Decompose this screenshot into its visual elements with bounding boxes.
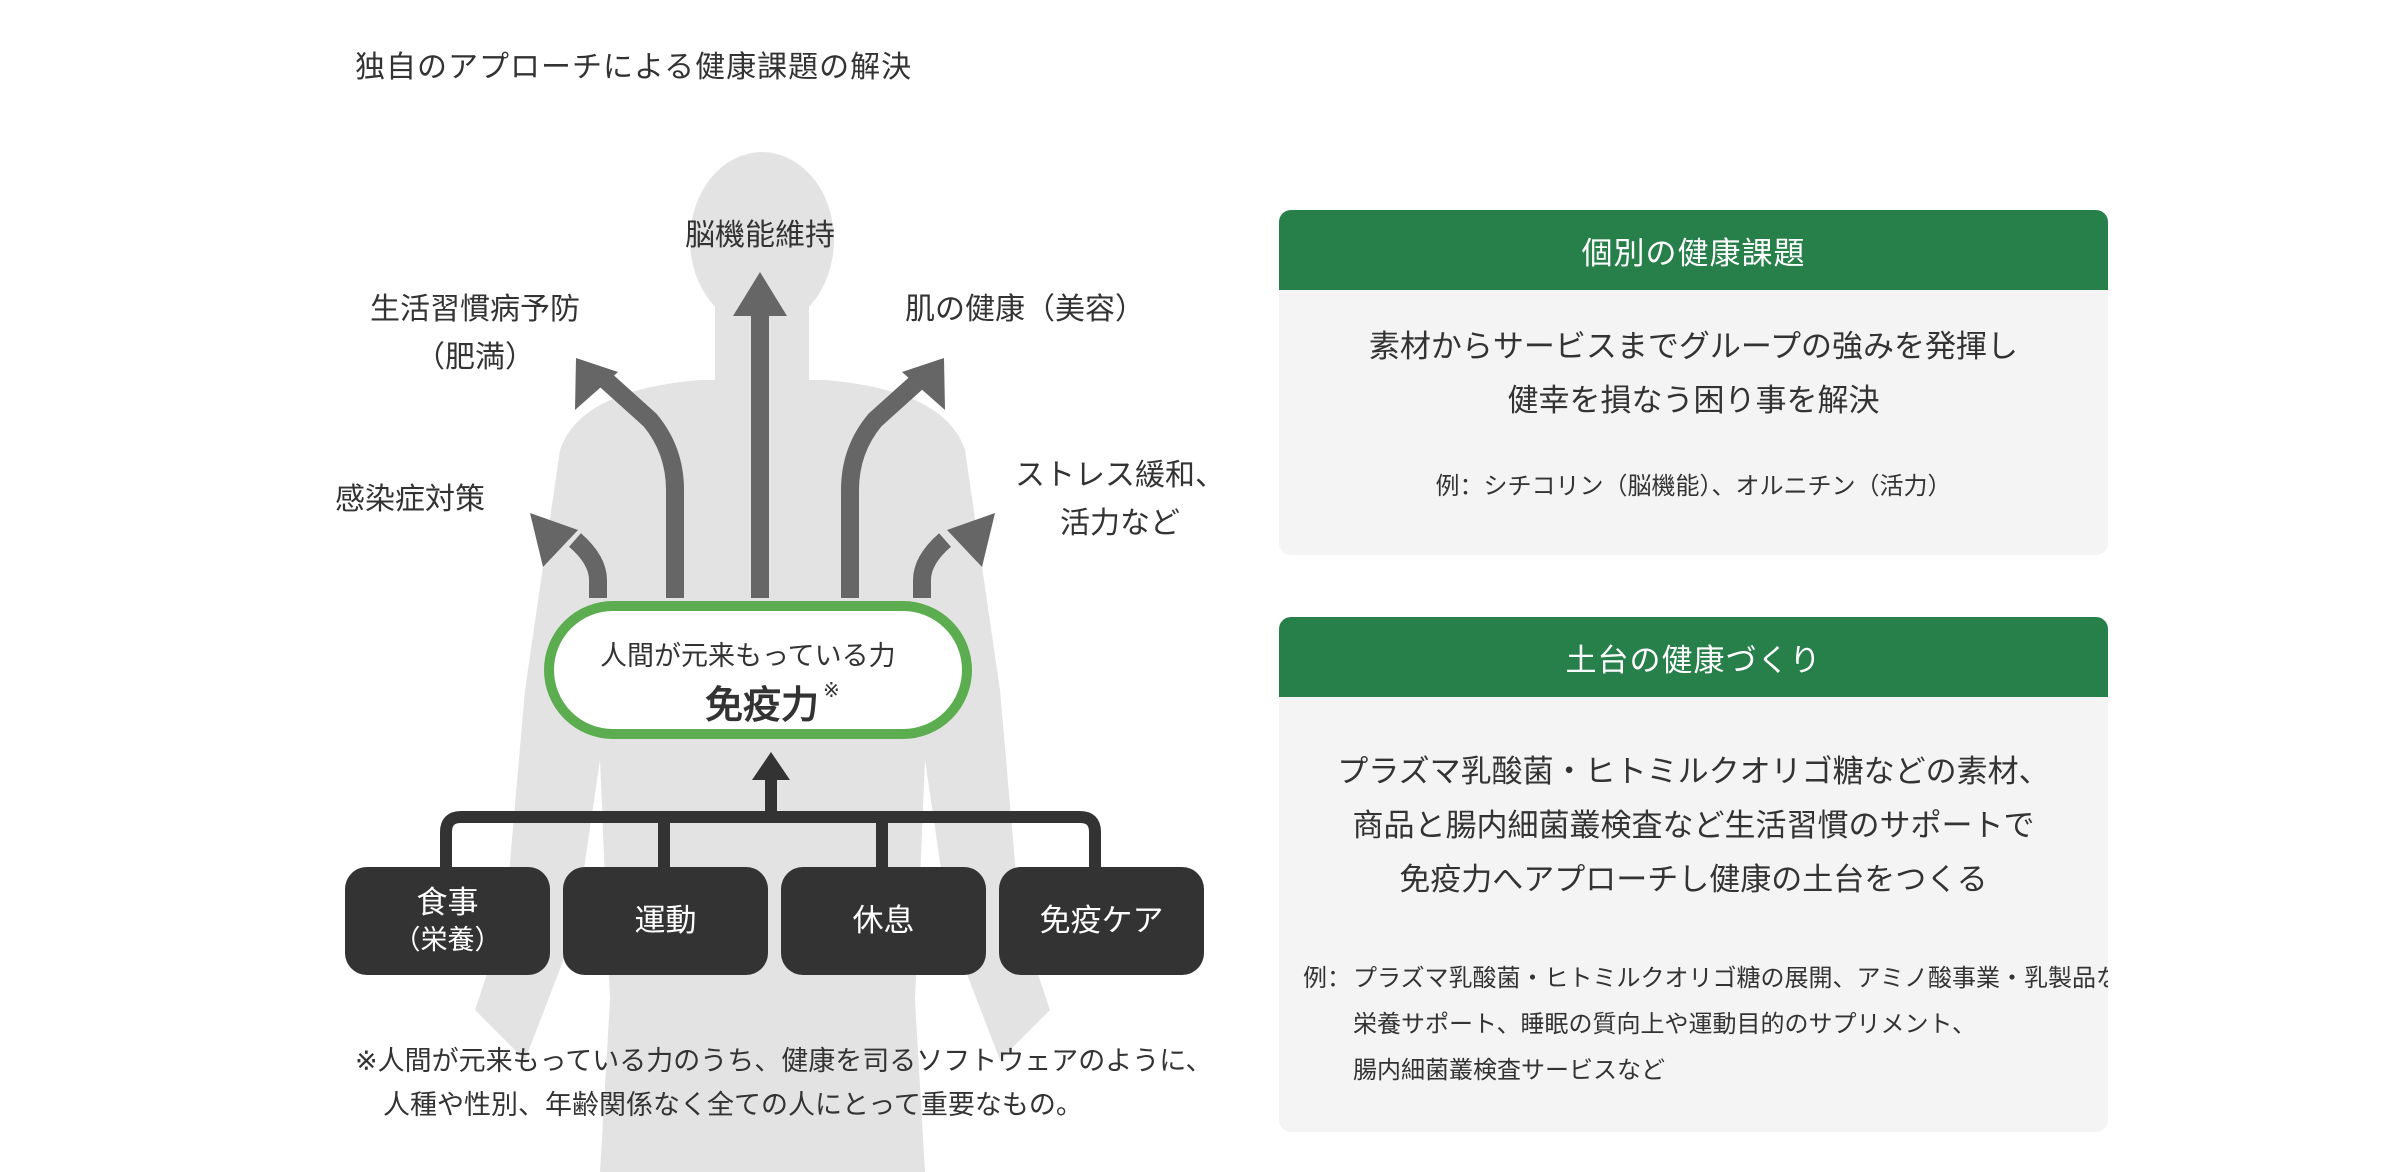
pillar-food-sub: （栄養）: [394, 923, 502, 959]
pillar-exercise-label: 運動: [635, 901, 697, 941]
card-foundation-lead-line: 免疫力へアプローチし健康の土台をつくる: [1279, 853, 2108, 907]
example-line: プラズマ乳酸菌・ヒトミルクオリゴ糖の展開、アミノ酸事業・乳製品など: [1353, 955, 2108, 1001]
card-foundation-lead: プラズマ乳酸菌・ヒトミルクオリゴ糖などの素材、 商品と腸内細菌叢検査など生活習慣…: [1279, 745, 2108, 907]
card-foundation-lead-line: 商品と腸内細菌叢検査など生活習慣のサポートで: [1279, 799, 2108, 853]
goal-infection-control: 感染症対策: [335, 476, 535, 524]
footnote: ※人間が元来もっている力のうち、健康を司るソフトウェアのように、 人種や性別、年…: [355, 1040, 1212, 1128]
goal-brain-function: 脳機能維持: [660, 212, 860, 260]
human-silhouette-icon: [0, 0, 1250, 1172]
example-line: 栄養サポート、睡眠の質向上や運動目的のサプリメント、: [1353, 1001, 2108, 1047]
goal-stress-line1: ストレス緩和、: [1000, 452, 1240, 500]
health-diagram: 脳機能維持 生活習慣病予防 （肥満） 肌の健康（美容） 感染症対策 ストレス緩和…: [0, 0, 1250, 1172]
immunity-note-mark: ※: [823, 678, 840, 702]
footnote-line1: ※人間が元来もっている力のうち、健康を司るソフトウェアのように、: [355, 1040, 1212, 1084]
pillar-food: 食事 （栄養）: [345, 867, 550, 975]
card-individual-example: 例：シチコリン（脳機能）、オルニチン（活力）: [1279, 466, 2108, 501]
pillar-food-label: 食事: [417, 883, 479, 923]
pillar-immune-care: 免疫ケア: [999, 867, 1204, 975]
card-foundation-health: 土台の健康づくり プラズマ乳酸菌・ヒトミルクオリゴ糖などの素材、 商品と腸内細菌…: [1279, 617, 2108, 1132]
goal-stress-relief: ストレス緩和、 活力など: [1000, 452, 1240, 548]
goal-lifestyle-disease: 生活習慣病予防 （肥満）: [345, 286, 605, 382]
goal-lifestyle-line1: 生活習慣病予防: [345, 286, 605, 334]
card-foundation-header: 土台の健康づくり: [1279, 617, 2108, 697]
card-individual-issues: 個別の健康課題 素材からサービスまでグループの強みを発揮し 健幸を損なう困り事を…: [1279, 210, 2108, 555]
example-line: 腸内細菌叢検査サービスなど: [1353, 1047, 2108, 1093]
example-label: 例：: [1303, 955, 1351, 1001]
goal-skin-health: 肌の健康（美容）: [870, 286, 1180, 334]
footnote-line2: 人種や性別、年齢関係なく全ての人にとって重要なもの。: [355, 1084, 1212, 1128]
pillar-exercise: 運動: [563, 867, 768, 975]
pillar-rest: 休息: [781, 867, 986, 975]
pillar-rest-label: 休息: [853, 901, 915, 941]
goal-stress-line2: 活力など: [1000, 500, 1240, 548]
card-foundation-lead-line: プラズマ乳酸菌・ヒトミルクオリゴ糖などの素材、: [1279, 745, 2108, 799]
card-individual-lead: 素材からサービスまでグループの強みを発揮し 健幸を損なう困り事を解決: [1279, 320, 2108, 428]
card-individual-lead-line: 健幸を損なう困り事を解決: [1279, 374, 2108, 428]
card-individual-header: 個別の健康課題: [1279, 210, 2108, 290]
pillar-immune-care-label: 免疫ケア: [1040, 901, 1164, 941]
immunity-word: 免疫力: [705, 674, 819, 729]
goal-lifestyle-line2: （肥満）: [345, 334, 605, 382]
card-individual-lead-line: 素材からサービスまでグループの強みを発揮し: [1279, 320, 2108, 374]
immunity-caption: 人間が元来もっている力: [600, 634, 896, 673]
example-lines: プラズマ乳酸菌・ヒトミルクオリゴ糖の展開、アミノ酸事業・乳製品など 栄養サポート…: [1353, 955, 2108, 1093]
